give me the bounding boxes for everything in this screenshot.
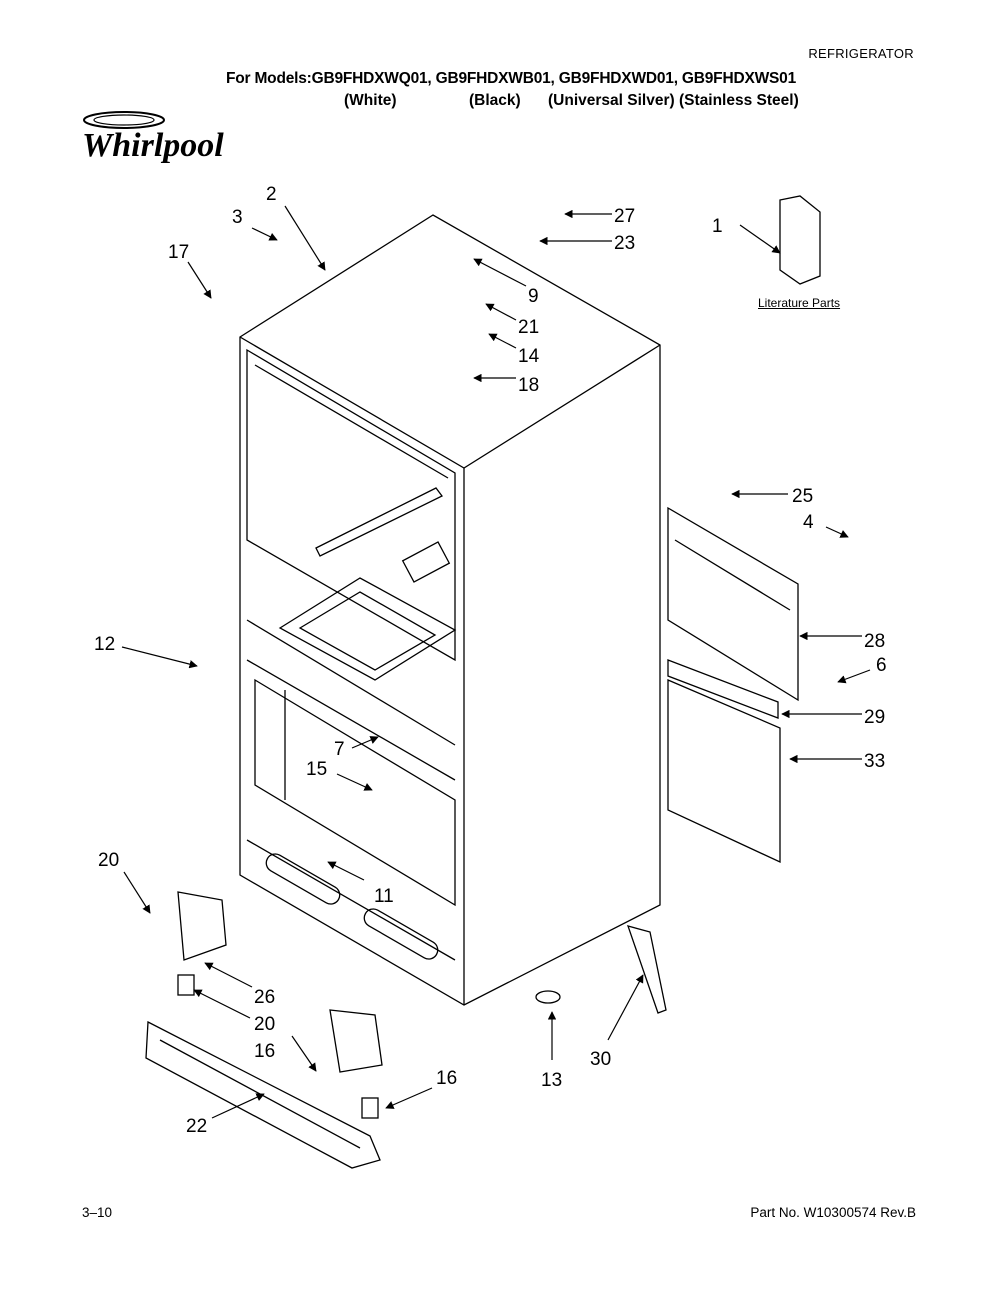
- callout-26: 26: [254, 987, 275, 1008]
- page-number: 3–10: [82, 1205, 113, 1220]
- color-white: (White): [344, 92, 397, 109]
- callout-16b: 16: [436, 1068, 457, 1089]
- callout-16a: 16: [254, 1041, 275, 1062]
- callout-12: 12: [94, 634, 115, 655]
- callout-20b: 20: [254, 1014, 275, 1035]
- callout-30: 30: [590, 1049, 611, 1070]
- category-label: REFRIGERATOR: [808, 46, 914, 61]
- callout-29: 29: [864, 707, 885, 728]
- color-black: (Black): [469, 92, 521, 109]
- cabinet: [239, 214, 661, 1006]
- color-stainless-steel: (Stainless Steel): [679, 92, 799, 109]
- logo-wordmark: Whirlpool: [82, 127, 224, 164]
- literature-parts: [779, 195, 821, 285]
- part-number: Part No. W10300574 Rev.B: [750, 1205, 916, 1220]
- whirlpool-logo: Whirlpool: [82, 111, 224, 164]
- callout-13: 13: [541, 1070, 562, 1091]
- callout-7: 7: [334, 739, 345, 760]
- callout-3: 3: [232, 207, 243, 228]
- callout-33: 33: [864, 751, 885, 772]
- callout-4: 4: [803, 512, 814, 533]
- literature-parts-label: Literature Parts: [758, 296, 841, 310]
- leveling-legs: [145, 891, 667, 1169]
- callout-25: 25: [792, 486, 813, 507]
- callout-2: 2: [266, 184, 277, 205]
- callout-17: 17: [168, 242, 189, 263]
- callout-14: 14: [518, 346, 540, 367]
- callout-20a: 20: [98, 850, 119, 871]
- callout-1: 1: [712, 216, 723, 237]
- callout-6: 6: [876, 655, 887, 676]
- callout-15: 15: [306, 759, 327, 780]
- callout-11: 11: [374, 886, 394, 907]
- callout-22: 22: [186, 1116, 207, 1137]
- callouts: 1 2 3 17 27 23 9 21 14 18 25 4 28 6 29 3…: [94, 184, 887, 1137]
- rear-panel: [667, 506, 799, 719]
- callout-21: 21: [518, 317, 539, 338]
- callout-28: 28: [864, 631, 885, 652]
- callout-9: 9: [528, 286, 539, 307]
- color-universal-silver: (Universal Silver): [548, 92, 675, 109]
- callout-18: 18: [518, 375, 539, 396]
- callout-23: 23: [614, 233, 635, 254]
- callout-27: 27: [614, 206, 635, 227]
- front-panel: [667, 679, 781, 864]
- models-line: For Models:GB9FHDXWQ01, GB9FHDXWB01, GB9…: [226, 70, 796, 87]
